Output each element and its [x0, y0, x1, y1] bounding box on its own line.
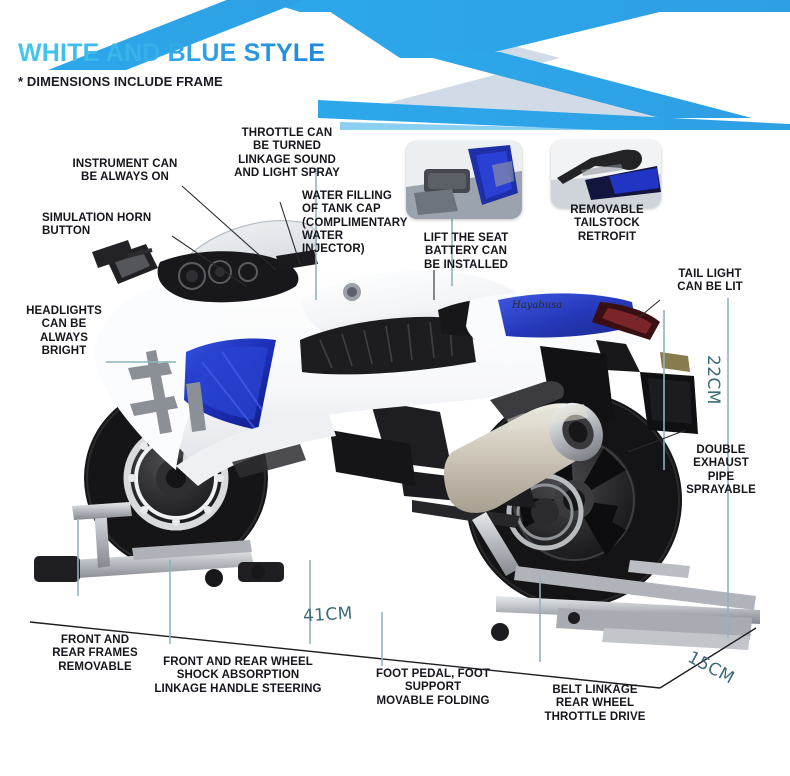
rear-stand — [472, 512, 760, 650]
kanji-graphic — [128, 350, 206, 434]
dimensions-note: * DIMENSIONS INCLUDE FRAME — [18, 74, 223, 89]
callout-tail-light: TAIL LIGHT CAN BE LIT — [677, 268, 743, 294]
exhaust-pipes — [443, 381, 603, 513]
model-badge: Hayabusa — [511, 300, 562, 311]
callout-throttle: THROTTLE CAN BE TURNED LINKAGE SOUND AND… — [234, 127, 340, 179]
mirror — [92, 240, 134, 268]
dimension-guides — [29, 621, 757, 689]
inset-photo-lift-seat — [406, 141, 522, 219]
front-stand — [34, 502, 284, 587]
callout-headlights: HEADLIGHTS CAN BE ALWAYS BRIGHT — [26, 305, 102, 357]
callout-exhaust: DOUBLE EXHAUST PIPE SPRAYABLE — [686, 444, 756, 496]
inset-photo-tailstock — [551, 140, 661, 208]
tail-section: Hayabusa — [466, 291, 698, 434]
page-title: WHITE AND BLUE STYLE — [18, 39, 326, 67]
dimension-length-label: 41CM — [302, 603, 354, 627]
callout-water-filling: WATER FILLING OF TANK CAP (COMPLIMENTARY… — [302, 190, 408, 256]
callout-horn: SIMULATION HORN BUTTON — [42, 212, 152, 238]
callout-belt-linkage: BELT LINKAGE REAR WHEEL THROTTLE DRIVE — [544, 684, 646, 723]
callout-frames: FRONT AND REAR FRAMES REMOVABLE — [52, 634, 138, 673]
callout-shock: FRONT AND REAR WHEEL SHOCK ABSORPTION LI… — [154, 656, 322, 695]
callout-tailstock: REMOVABLE TAILSTOCK RETROFIT — [570, 204, 644, 243]
callout-instrument: INSTRUMENT CAN BE ALWAYS ON — [72, 158, 178, 184]
dimension-height-label: 22CM — [703, 355, 723, 405]
callout-lift-seat: LIFT THE SEAT BATTERY CAN BE INSTALLED — [423, 232, 509, 271]
callout-foot-pedal: FOOT PEDAL, FOOT SUPPORT MOVABLE FOLDING — [375, 668, 491, 707]
